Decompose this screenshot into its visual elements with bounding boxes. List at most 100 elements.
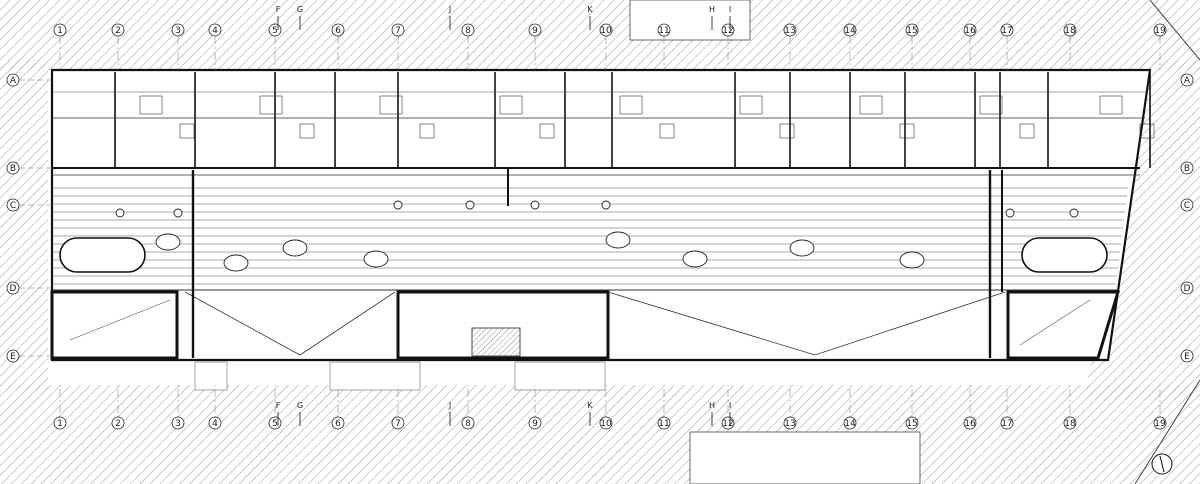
grid-bubble <box>1000 23 1014 37</box>
grid-bubble <box>1153 416 1167 430</box>
skylight-oval <box>682 250 708 268</box>
grid-label: 18 <box>1064 419 1076 429</box>
row-grid-right: A B C D E <box>1180 73 1194 363</box>
building-outline <box>50 68 1152 362</box>
grid-bubble <box>111 23 125 37</box>
grid-bubble <box>461 23 475 37</box>
grid-label: 7 <box>395 419 401 429</box>
section-label: F <box>276 401 281 410</box>
grid-label: 13 <box>784 26 795 36</box>
grid-label: 8 <box>465 26 471 36</box>
row-label: D <box>1184 284 1191 294</box>
grid-bubble <box>111 416 125 430</box>
column <box>1005 208 1015 218</box>
grid-bubble <box>528 23 542 37</box>
grid-bubble <box>721 23 735 37</box>
grid-bubble <box>599 416 613 430</box>
skylight-oval <box>605 231 631 249</box>
skylight-oval <box>155 233 181 251</box>
room-fixture <box>779 123 795 139</box>
room-fixture <box>539 123 555 139</box>
grid-label: 19 <box>1154 419 1166 429</box>
grid-bubble <box>963 23 977 37</box>
lower-rooms <box>50 290 1121 360</box>
grid-label: 15 <box>906 26 917 36</box>
skylight-oval <box>363 250 389 268</box>
grid-bubble <box>208 23 222 37</box>
grid-bubble <box>657 23 671 37</box>
grid-label: 5 <box>272 26 278 36</box>
grid-label: 17 <box>1001 26 1012 36</box>
grid-label: 11 <box>658 419 669 429</box>
grid-bubble <box>391 416 405 430</box>
row-label: B <box>1184 164 1190 174</box>
grid-bubble <box>391 23 405 37</box>
grid-bubble <box>331 416 345 430</box>
grid-bubble <box>331 23 345 37</box>
grid-bubble <box>53 416 67 430</box>
north-arrow-icon <box>1151 453 1173 475</box>
grid-bubble <box>1000 416 1014 430</box>
grid-label: 14 <box>844 26 856 36</box>
row-label: C <box>1184 201 1190 211</box>
grid-label: 2 <box>115 419 121 429</box>
section-label: I <box>729 401 731 410</box>
section-label: F <box>276 5 281 14</box>
row-label: E <box>10 352 16 362</box>
grid-bubble <box>657 416 671 430</box>
grid-label: 14 <box>844 419 856 429</box>
grid-label: 18 <box>1064 26 1076 36</box>
grid-label: 2 <box>115 26 121 36</box>
row-label: C <box>10 201 16 211</box>
grid-label: 12 <box>722 26 733 36</box>
grid-label: 5 <box>272 419 278 429</box>
column <box>1069 208 1079 218</box>
row-label: A <box>10 76 17 86</box>
room-fixture <box>299 123 315 139</box>
column <box>465 200 475 210</box>
column <box>393 200 403 210</box>
grid-bubble <box>721 416 735 430</box>
room-fixture <box>899 123 915 139</box>
grid-label: 6 <box>335 26 341 36</box>
grid-bubble <box>171 416 185 430</box>
grid-bubble <box>461 416 475 430</box>
room-fixture <box>739 95 763 115</box>
row-label: E <box>1184 352 1190 362</box>
grid-label: 16 <box>964 26 976 36</box>
room-fixture <box>499 95 523 115</box>
stair-capsules <box>59 168 1108 358</box>
row-bubble <box>1180 73 1194 87</box>
grid-label: 10 <box>600 26 612 36</box>
grid-bubble <box>53 23 67 37</box>
section-label: H <box>709 5 715 14</box>
section-label: J <box>448 5 451 14</box>
grid-label: 12 <box>722 419 733 429</box>
row-bubble <box>1180 198 1194 212</box>
room-fixture <box>1099 95 1123 115</box>
grid-bubble <box>905 416 919 430</box>
grid-label: 11 <box>658 26 669 36</box>
skylight-oval <box>223 254 249 272</box>
room-fixture <box>1139 123 1155 139</box>
column <box>115 208 125 218</box>
grid-bubble <box>843 23 857 37</box>
row-bubble <box>1180 161 1194 175</box>
column <box>530 200 540 210</box>
skylight-oval <box>282 239 308 257</box>
row-label: A <box>1184 76 1191 86</box>
column <box>601 200 611 210</box>
section-label: K <box>587 5 593 14</box>
room-fixture <box>139 95 163 115</box>
section-label: G <box>297 5 303 14</box>
grid-bubble <box>905 23 919 37</box>
grid-label: 19 <box>1154 26 1166 36</box>
grid-label: 17 <box>1001 419 1012 429</box>
grid-bubble <box>1063 23 1077 37</box>
grid-label: 15 <box>906 419 917 429</box>
